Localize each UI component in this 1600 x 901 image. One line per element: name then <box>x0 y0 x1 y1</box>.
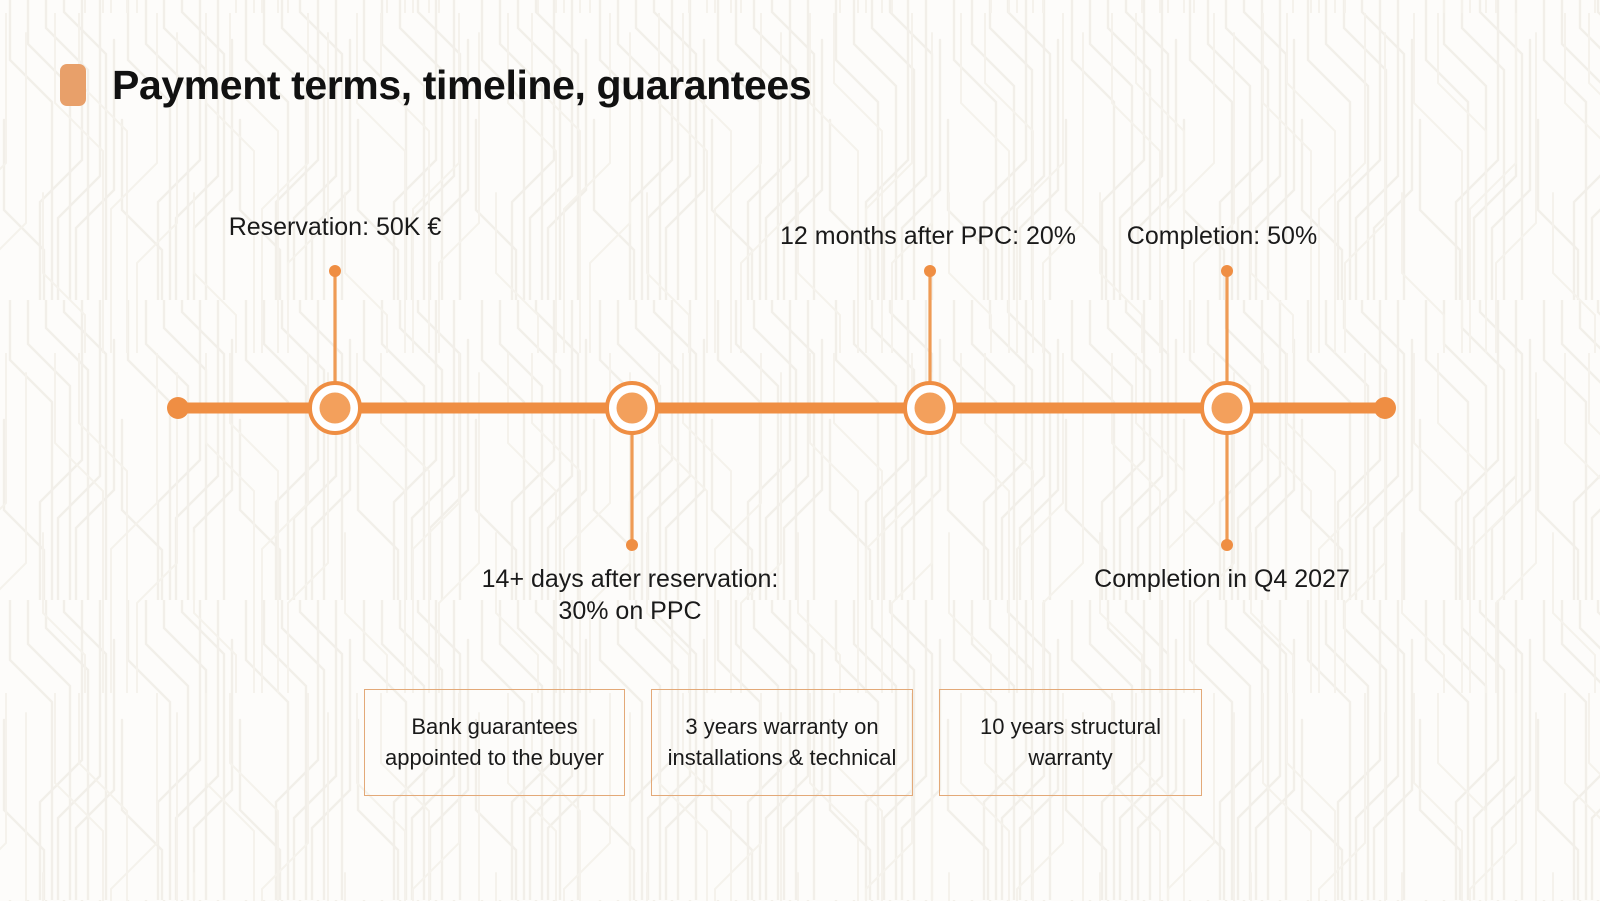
guarantee-box-bank-guarantees-text: Bank guarantees appointed to the buyer <box>385 714 604 770</box>
guarantee-box-structural-warranty-text: 10 years structural warranty <box>980 714 1161 770</box>
milestone-label-completion-payment: Completion: 50% <box>1127 220 1317 252</box>
milestone-label-ppc-payment-line1: 14+ days after reservation: <box>481 565 779 593</box>
timeline-node-ppc-payment <box>605 381 659 435</box>
timeline-node-completion-payment <box>1200 381 1254 435</box>
page-title: Payment terms, timeline, guarantees <box>112 61 812 108</box>
timeline-stem-dots <box>329 265 1233 551</box>
milestone-label-twelve-months-after-ppc-text: 12 months after PPC: 20% <box>780 222 1076 250</box>
timeline-nodes <box>308 381 1254 435</box>
milestone-label-completion-date: Completion in Q4 2027 <box>1094 563 1350 595</box>
milestone-label-reservation: Reservation: 50K € <box>229 211 442 243</box>
milestone-label-completion-date-text: Completion in Q4 2027 <box>1094 565 1350 593</box>
milestone-label-completion-payment-text: Completion: 50% <box>1126 222 1318 250</box>
milestone-label-reservation-text: Reservation: 50K € <box>228 213 442 241</box>
timeline-stems <box>333 271 1229 545</box>
page-title-row: Payment terms, timeline, guarantees <box>60 61 812 108</box>
title-bullet-icon <box>60 64 86 106</box>
guarantee-box-bank-guarantees: Bank guarantees appointed to the buyer <box>364 689 625 796</box>
guarantee-box-installations-warranty: 3 years warranty on installations & tech… <box>651 689 913 796</box>
milestone-label-twelve-months-after-ppc: 12 months after PPC: 20% <box>780 220 1076 252</box>
milestone-label-ppc-payment-line2: 30% on PPC <box>558 597 702 625</box>
milestone-label-ppc-payment: 14+ days after reservation: 30% on PPC <box>482 563 779 627</box>
timeline-node-reservation <box>308 381 362 435</box>
timeline-axis <box>167 397 1396 419</box>
guarantee-box-structural-warranty: 10 years structural warranty <box>939 689 1202 796</box>
timeline-node-twelve-months-after-ppc <box>903 381 957 435</box>
guarantee-box-row: Bank guarantees appointed to the buyer 3… <box>364 689 1202 796</box>
guarantee-box-installations-warranty-text: 3 years warranty on installations & tech… <box>667 714 897 770</box>
